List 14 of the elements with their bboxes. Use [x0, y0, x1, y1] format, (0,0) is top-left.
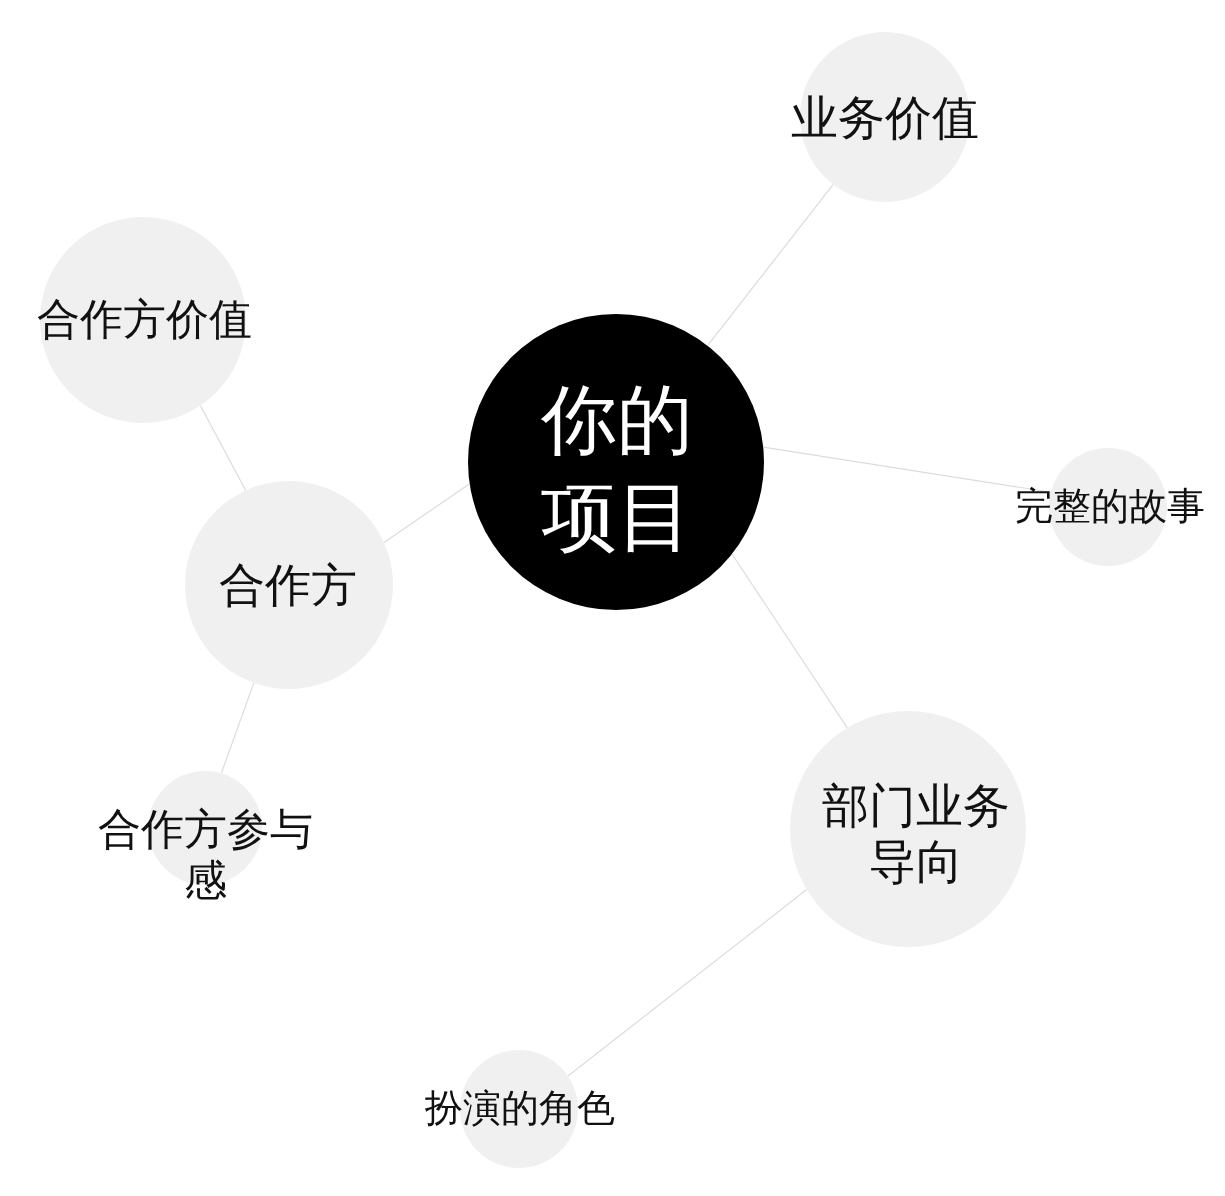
node-label: 业务价值 [791, 89, 979, 147]
node-label: 部门业务导向 [821, 777, 1011, 891]
connector-line [731, 553, 848, 729]
node-label: 完整的故事 [1015, 484, 1205, 530]
node-label: 扮演的角色 [425, 1086, 615, 1132]
node-label: 你的项目 [540, 373, 694, 563]
node-label: 合作方 [219, 558, 357, 614]
connector-line [199, 404, 247, 492]
connector-line [567, 888, 808, 1077]
node-label: 合作方参与感 [96, 804, 314, 906]
connector-line [383, 483, 471, 544]
node-label: 合作方价值 [36, 294, 252, 346]
connector-line [706, 183, 834, 347]
connector-line [220, 682, 255, 774]
